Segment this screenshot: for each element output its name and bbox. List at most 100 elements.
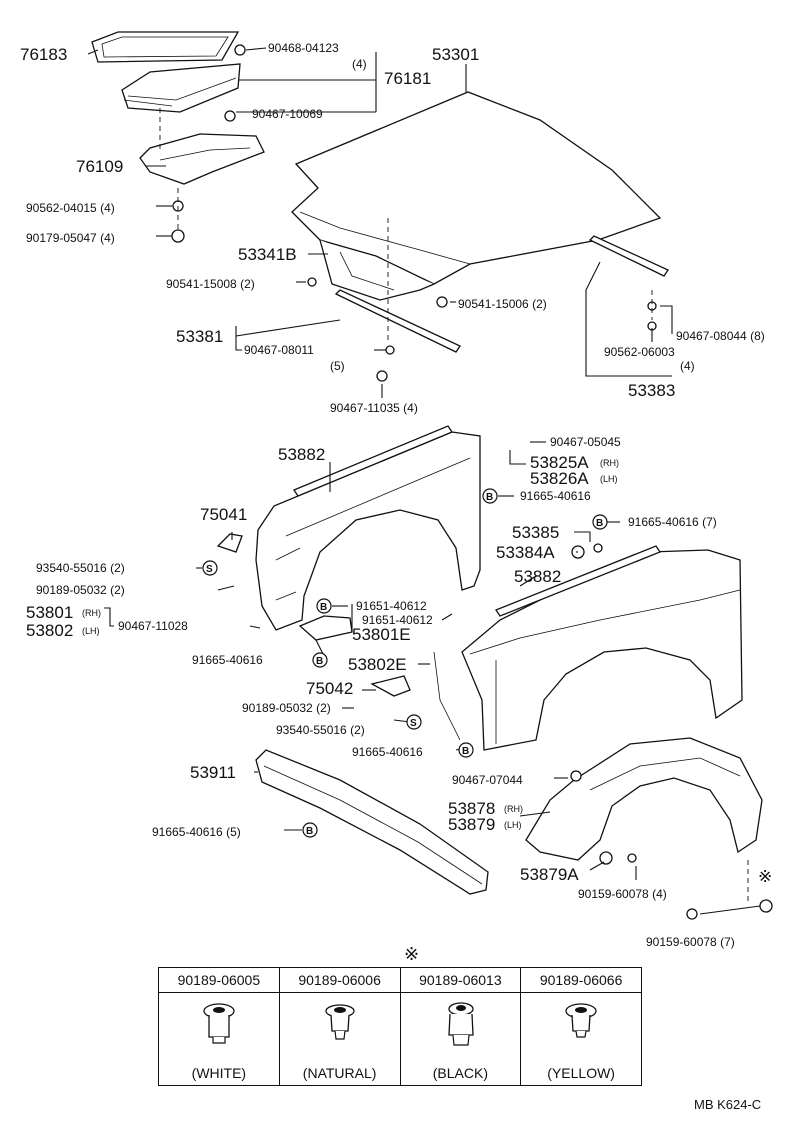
callout-90159-60078-b: 90159-60078 (7) (646, 935, 735, 949)
b-clip-symbol (316, 598, 332, 614)
hood-scoop (121, 63, 241, 113)
clip-icon (593, 543, 603, 553)
hood-scoop-seal (91, 31, 240, 63)
clip-part-number: 90189-06066 (521, 968, 641, 993)
b-clip-symbol (482, 488, 498, 504)
callout-90467-08044: 90467-08044 (8) (676, 329, 765, 343)
callout-53911: 53911 (190, 763, 236, 782)
fender-upper-strip (293, 425, 453, 497)
screw-icon (627, 853, 637, 863)
hood-lower-strip (334, 289, 461, 353)
b-symbol-label: B (596, 518, 603, 529)
nut-icon (171, 229, 185, 243)
s-symbol-label: S (410, 718, 417, 729)
callout-90468-04123: 90468-04123 (268, 41, 339, 55)
callout-90562-06003: 90562-06003 (604, 345, 675, 359)
callout-91651-40612-b: 91651-40612 (362, 613, 433, 627)
callout-90189-05032-b: 90189-05032 (2) (242, 701, 331, 715)
callout-90467-11035: 90467-11035 (4) (330, 401, 418, 415)
callout-91665-40616-c: 91665-40616 (192, 653, 263, 667)
callout-90159-60078-a: 90159-60078 (4) (578, 887, 667, 901)
callout-53802-side: (LH) (82, 626, 100, 636)
callout-76183: 76183 (20, 45, 67, 64)
clip-cell: 90189-06005 (WHITE) (158, 967, 280, 1086)
bumper-icon (436, 296, 448, 308)
callout-53826a-side: (LH) (600, 474, 618, 484)
callout-90467-08011-qty: (5) (330, 359, 345, 373)
callout-90468-qty: (4) (352, 57, 367, 71)
callout-90467-08011: 90467-08011 (244, 343, 314, 357)
asterisk-mark: ※ (404, 944, 420, 964)
hood-scoop-bracket (139, 133, 265, 185)
fender-liner (525, 737, 763, 861)
b-symbol-label: B (462, 746, 469, 757)
callout-53882-top: 53882 (278, 445, 325, 464)
b-symbol-label: B (316, 656, 323, 667)
callout-90467-10069: 90467-10069 (252, 107, 323, 121)
screw-icon (686, 908, 698, 920)
callout-53383: 53383 (628, 381, 675, 400)
callout-53381: 53381 (176, 327, 223, 346)
clip-cell: 90189-06013 (BLACK) (399, 967, 522, 1086)
callout-53802: 53802 (26, 621, 73, 640)
clip-color: (WHITE) (191, 1065, 247, 1081)
clip-icon (325, 1004, 355, 1040)
screw-icon (224, 110, 236, 122)
fender-bracket (216, 533, 243, 553)
callout-90562-04015: 90562-04015 (4) (26, 201, 115, 215)
b-clip-symbol (458, 742, 474, 758)
callout-53878-side: (RH) (504, 804, 523, 814)
fender-right-strip (495, 545, 661, 617)
callout-90189-05032-a: 90189-05032 (2) (36, 583, 125, 597)
diagram-code: MB K624-C (694, 1097, 762, 1112)
clip-part-number: 90189-06005 (159, 968, 279, 993)
callout-93540-55016-a: 93540-55016 (2) (36, 561, 125, 575)
callout-75041: 75041 (200, 505, 247, 524)
callout-93540-55016-b: 93540-55016 (2) (276, 723, 365, 737)
callout-53341b: 53341B (238, 245, 297, 264)
clip-color: (YELLOW) (547, 1065, 615, 1081)
callout-90541-15006: 90541-15006 (2) (458, 297, 547, 311)
callout-90467-07044: 90467-07044 (452, 773, 523, 787)
s-clip-symbol (202, 560, 218, 576)
b-symbol-label: B (320, 602, 327, 613)
callout-53882-right: 53882 (514, 567, 561, 586)
clip-icon (203, 1003, 235, 1044)
callout-91665-40616-b: 91665-40616 (7) (628, 515, 717, 529)
callout-53385: 53385 (512, 523, 559, 542)
clip-icon (599, 851, 613, 865)
b-clip-symbol (592, 514, 608, 530)
callout-53301: 53301 (432, 45, 479, 64)
s-clip-symbol (406, 714, 422, 730)
fender-right (461, 549, 743, 751)
clip-icon (565, 1003, 597, 1038)
callout-90562-qty: (4) (680, 359, 695, 373)
fender-left (255, 431, 481, 631)
clip-color: (NATURAL) (302, 1065, 377, 1081)
callout-53825a: 53825A (530, 453, 589, 472)
callout-53825a-side: (RH) (600, 458, 619, 468)
clip-icon (385, 345, 395, 355)
callout-53879-side: (LH) (504, 820, 522, 830)
callout-90467-11028: 90467-11028 (118, 619, 188, 633)
bumper-icon (307, 277, 317, 287)
clip-color: (BLACK) (432, 1065, 488, 1081)
clip-cell: 90189-06066 (YELLOW) (520, 967, 642, 1086)
clip-part-number: 90189-06006 (279, 968, 400, 993)
hood-panel (291, 91, 662, 301)
s-symbol-label: S (206, 564, 213, 575)
callout-90179-05047: 90179-05047 (4) (26, 231, 115, 245)
clip-icon (376, 370, 388, 382)
callout-53826a: 53826A (530, 469, 589, 488)
fender-side-bracket (370, 675, 411, 697)
callout-90541-15008: 90541-15008 (2) (166, 277, 255, 291)
callout-91665-40616-a: 91665-40616 (520, 489, 591, 503)
front-valance (255, 749, 489, 895)
clip-cell: 90189-06006 (NATURAL) (278, 967, 401, 1086)
clip-color-table: 90189-06005 (WHITE) 90189-06006 (158, 967, 642, 1086)
callout-91665-40616-d: 91665-40616 (352, 745, 423, 759)
bolt-icon (570, 770, 582, 782)
callout-76181: 76181 (384, 69, 431, 88)
callout-91665-40616-e: 91665-40616 (5) (152, 825, 241, 839)
